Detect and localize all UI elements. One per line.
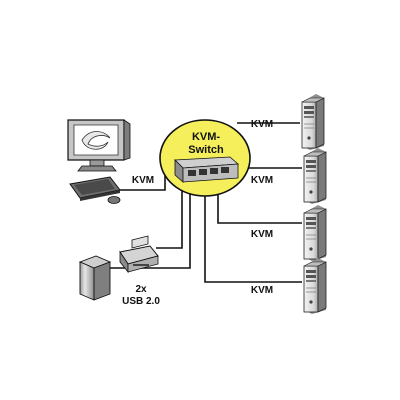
- external-drive-icon: [78, 255, 112, 301]
- pc-tower-icon: [301, 93, 325, 151]
- printer-icon: [119, 235, 159, 274]
- kvm-label-computer-4: KVM: [251, 285, 273, 296]
- kvm-label-computer-2: KVM: [251, 175, 273, 186]
- keyboard-icon: [69, 176, 121, 201]
- kvm-label-console: KVM: [132, 175, 154, 186]
- kvm-label-computer-3: KVM: [251, 229, 273, 240]
- switch-title-line1: KVM-: [192, 131, 220, 143]
- line-computer-4: [204, 180, 302, 283]
- kvm-switch: KVM- Switch: [159, 119, 251, 197]
- kvm-switch-icon: [174, 156, 239, 183]
- usb-label-line1: 2x: [135, 284, 147, 295]
- pc-tower-icon: [303, 257, 327, 315]
- usb-label-line2: USB 2.0: [122, 296, 160, 307]
- mouse-icon: [107, 196, 121, 204]
- line-usb-printer: [156, 180, 183, 249]
- switch-title-line2: Switch: [188, 144, 224, 156]
- kvm-label-computer-1: KVM: [251, 119, 273, 130]
- pc-tower-icon: [303, 147, 327, 205]
- pc-tower-icon: [303, 204, 327, 262]
- monitor-icon: [67, 119, 131, 172]
